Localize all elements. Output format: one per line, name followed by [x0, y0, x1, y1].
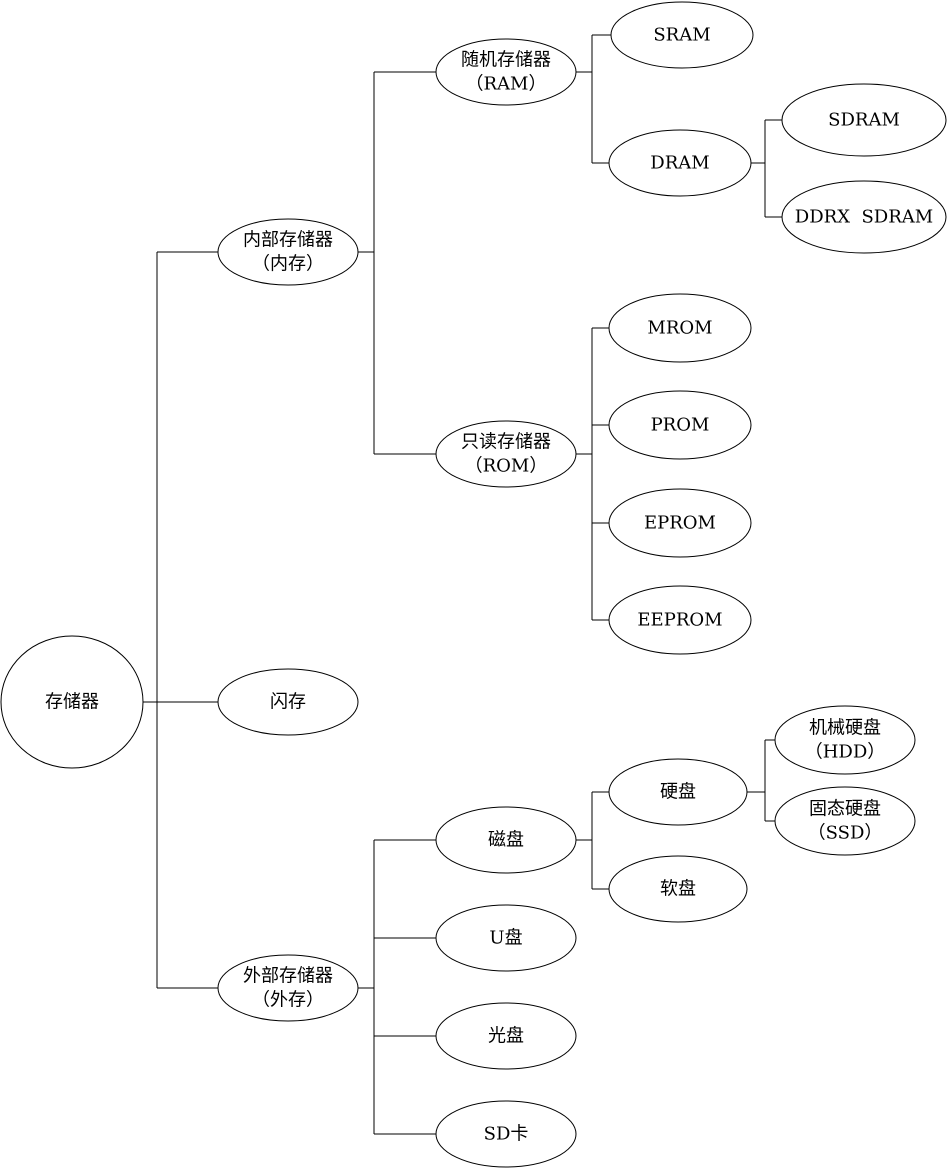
node-ellipse — [608, 855, 748, 923]
tree-node-n3d: SD卡 — [435, 1100, 577, 1168]
node-label: 随机存储器 — [461, 50, 551, 71]
node-label: 存储器 — [45, 692, 99, 713]
node-ellipse — [217, 218, 359, 286]
node-label: 固态硬盘 — [809, 799, 881, 820]
node-ellipse — [608, 390, 752, 460]
tree-node-n1b1: MROM — [608, 293, 752, 363]
node-label: EPROM — [644, 513, 716, 534]
tree-node-n3a: 磁盘 — [435, 806, 577, 874]
node-ellipse — [435, 38, 577, 106]
tree-node-n3c: 光盘 — [435, 1002, 577, 1070]
node-ellipse — [608, 129, 752, 197]
node-label: DRAM — [650, 153, 709, 174]
tree-node-n3: 外部存储器 （外存） — [217, 954, 359, 1022]
node-label: （外存） — [252, 990, 324, 1011]
node-ellipse — [781, 83, 947, 157]
tree-node-n1b2: PROM — [608, 390, 752, 460]
connector-lines — [143, 34, 782, 1135]
node-label: 磁盘 — [488, 830, 524, 851]
node-label: 光盘 — [488, 1026, 524, 1047]
node-label: EEPROM — [637, 610, 722, 631]
node-ellipse — [774, 705, 916, 775]
tree-node-n0: 存储器 — [0, 635, 144, 769]
node-label: 只读存储器 — [461, 432, 551, 453]
node-ellipse — [610, 1, 754, 69]
node-ellipse — [435, 1002, 577, 1070]
tree-node-n1a2: DRAM — [608, 129, 752, 197]
node-label: （内存） — [252, 254, 324, 275]
tree-node-n1b: 只读存储器 （ROM） — [435, 420, 577, 488]
node-label: 内部存储器 — [243, 230, 333, 251]
node-ellipse — [217, 668, 359, 736]
node-ellipse — [217, 954, 359, 1022]
node-label: SRAM — [653, 25, 710, 46]
node-ellipse — [781, 180, 947, 254]
node-ellipse — [435, 1100, 577, 1168]
tree-node-n3b: U盘 — [435, 904, 577, 972]
node-ellipse — [608, 585, 752, 655]
node-label: SD卡 — [484, 1124, 529, 1145]
node-ellipse — [435, 806, 577, 874]
node-label: （SSD） — [808, 823, 883, 844]
node-label: 硬盘 — [660, 782, 696, 803]
tree-node-n1b3: EPROM — [608, 488, 752, 558]
node-label: DDRX SDRAM — [795, 207, 933, 228]
node-ellipse — [608, 488, 752, 558]
node-label: 闪存 — [270, 692, 306, 713]
tree-node-n3a1a: 机械硬盘 （HDD） — [774, 705, 916, 775]
node-label: PROM — [651, 415, 710, 436]
node-ellipse — [608, 758, 748, 826]
node-ellipse — [435, 420, 577, 488]
node-label: MROM — [647, 318, 712, 339]
node-label: （RAM） — [466, 74, 547, 95]
node-label: 机械硬盘 — [809, 718, 881, 739]
node-label: （HDD） — [805, 742, 886, 763]
tree-node-n1a1: SRAM — [610, 1, 754, 69]
node-ellipse — [608, 293, 752, 363]
tree-node-n3a1b: 固态硬盘 （SSD） — [774, 786, 916, 856]
node-ellipse — [774, 786, 916, 856]
node-label: SDRAM — [828, 110, 900, 131]
tree-node-n1a2b: DDRX SDRAM — [781, 180, 947, 254]
node-label: U盘 — [489, 928, 522, 949]
tree-node-n2: 闪存 — [217, 668, 359, 736]
node-label: 外部存储器 — [243, 966, 333, 987]
tree-node-n1: 内部存储器 （内存） — [217, 218, 359, 286]
node-label: （ROM） — [465, 456, 548, 477]
tree-node-n1a2a: SDRAM — [781, 83, 947, 157]
tree-node-n3a1: 硬盘 — [608, 758, 748, 826]
node-label: 软盘 — [660, 879, 696, 900]
tree-node-n1b4: EEPROM — [608, 585, 752, 655]
tree-node-n1a: 随机存储器 （RAM） — [435, 38, 577, 106]
node-ellipse — [0, 635, 144, 769]
tree-node-n3a2: 软盘 — [608, 855, 748, 923]
node-ellipse — [435, 904, 577, 972]
